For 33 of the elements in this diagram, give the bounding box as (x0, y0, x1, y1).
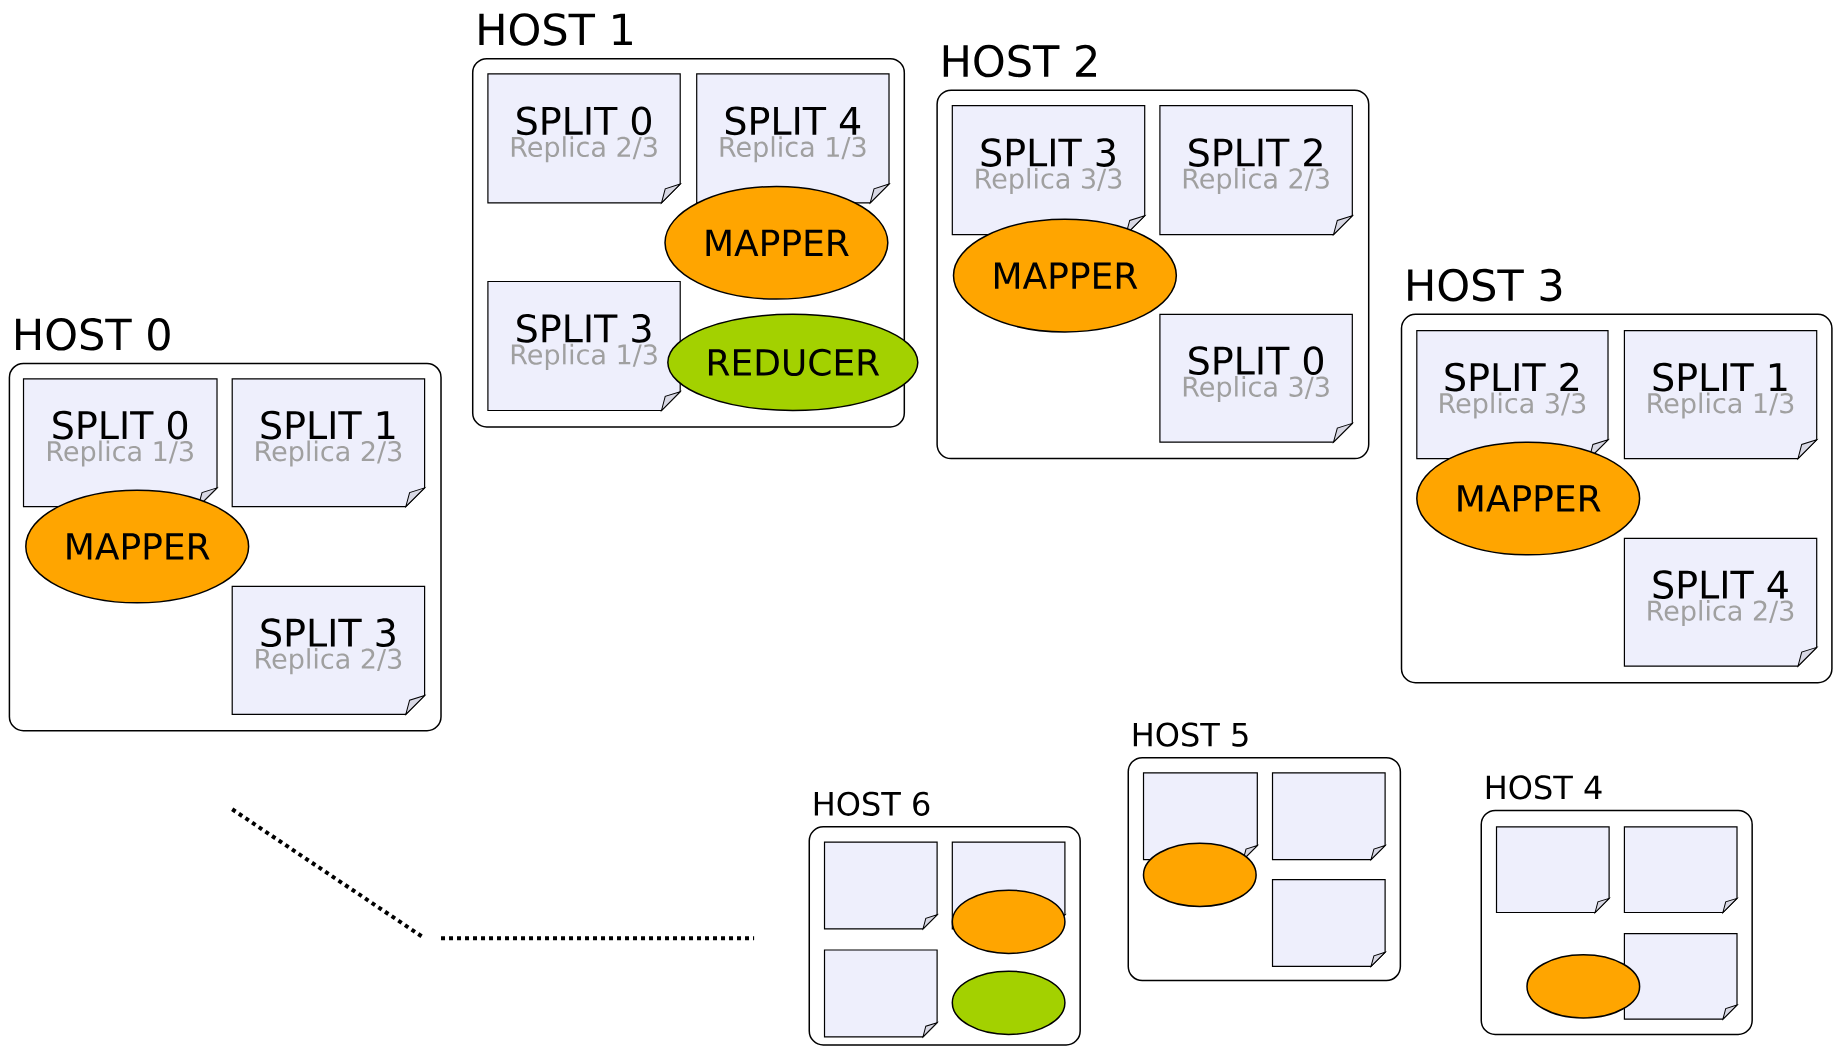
split-document: SPLIT 3 Replica 1/3 (487, 280, 681, 412)
node-label: HOST 0 (16, 318, 170, 351)
ellipse (951, 970, 1066, 1036)
document-shape (1623, 933, 1738, 1020)
host-box: HOST 4 (1480, 775, 1753, 1036)
split-document: SPLIT 4 Replica 2/3 (1623, 537, 1818, 667)
split-document: SPLIT 1 Replica 2/3 (231, 378, 426, 508)
document-shape (1271, 772, 1386, 861)
split-document: SPLIT 0 Replica 2/3 (487, 73, 681, 204)
split-document: SPLIT 1 Replica 1/3 (1623, 330, 1818, 460)
document-shape (1623, 826, 1738, 914)
node-label: HOST 4 (1486, 775, 1602, 800)
split-document: SPLIT 4 Replica 1/3 (696, 73, 890, 204)
ellipse (1142, 842, 1257, 908)
node-label: HOST 2 (943, 44, 1096, 78)
node-label: HOST 6 (814, 791, 930, 816)
node-label: HOST 1 (479, 13, 632, 46)
split-document: SPLIT 0 Replica 1/3 (22, 378, 218, 508)
node-label: HOST 5 (1133, 722, 1248, 747)
split-document: SPLIT 3 Replica 3/3 (951, 105, 1146, 236)
split-document: SPLIT 0 Replica 3/3 (1159, 313, 1353, 443)
split-document: SPLIT 2 Replica 2/3 (1159, 105, 1353, 236)
split-document: SPLIT 3 Replica 2/3 (231, 585, 426, 715)
document-shape (1271, 879, 1386, 967)
node-label: HOST 3 (1408, 268, 1562, 302)
document-shape (823, 949, 938, 1038)
ellipse (951, 889, 1066, 955)
host-box: HOST 6 (808, 791, 1081, 1046)
ellipse (1526, 954, 1641, 1019)
document-shape (1495, 826, 1610, 914)
split-document: SPLIT 2 Replica 3/3 (1416, 330, 1609, 460)
document-shape (823, 841, 938, 930)
host-box: HOST 5 (1127, 722, 1402, 982)
